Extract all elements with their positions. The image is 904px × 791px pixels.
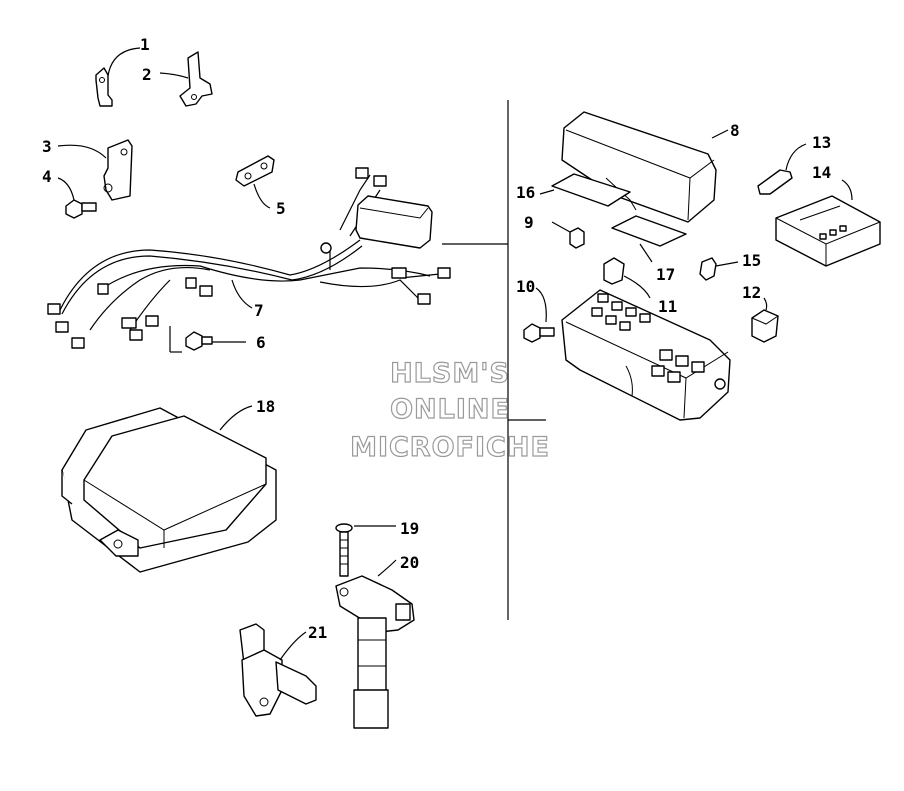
callout-21: 21 <box>308 623 327 642</box>
part-8-fuse-box-cover <box>561 111 729 223</box>
callout-6: 6 <box>256 333 266 352</box>
callout-4: 4 <box>42 167 52 186</box>
fuse-box-body <box>561 289 731 421</box>
callout-10: 10 <box>516 277 535 296</box>
callout-2: 2 <box>142 65 152 84</box>
callout-17: 17 <box>656 265 675 284</box>
part-7-wire-harness <box>47 167 451 349</box>
part-2-bracket <box>159 51 213 107</box>
part-21-sensor <box>239 623 317 717</box>
part-19-bolt <box>335 523 396 577</box>
part-4-bolt <box>57 177 97 219</box>
part-3-bracket <box>57 139 133 201</box>
part-12-relay <box>751 297 779 343</box>
callout-12: 12 <box>742 283 761 302</box>
part-5-clip <box>235 155 275 209</box>
callout-18: 18 <box>256 397 275 416</box>
watermark-line-3: MICROFICHE <box>349 431 550 463</box>
part-17-label-sheet <box>611 215 687 263</box>
watermark-line-1: HLSM'S <box>389 357 510 389</box>
watermark-line-2: ONLINE <box>389 393 510 425</box>
callout-13: 13 <box>812 133 831 152</box>
part-11-relay <box>603 257 651 299</box>
callout-5: 5 <box>276 199 286 218</box>
group-bracket-line <box>442 100 546 620</box>
callout-14: 14 <box>812 163 831 182</box>
part-1-bracket <box>95 47 141 107</box>
part-13-fuse-puller <box>757 143 807 195</box>
callout-9: 9 <box>524 213 534 232</box>
callout-7: 7 <box>254 301 264 320</box>
part-16-label-sheet <box>539 173 631 207</box>
part-6-bolt <box>169 326 246 353</box>
part-9-fuse <box>551 221 585 249</box>
part-20-ignition-coil <box>335 559 415 729</box>
callout-20: 20 <box>400 553 419 572</box>
part-14-spare-box <box>775 179 881 267</box>
callout-11: 11 <box>658 297 677 316</box>
callout-15: 15 <box>742 251 761 270</box>
part-18-ecu <box>61 405 277 573</box>
callout-1: 1 <box>140 35 150 54</box>
part-10-bolt <box>523 287 555 343</box>
callout-8: 8 <box>730 121 740 140</box>
callout-labels: 1 2 3 4 5 6 7 8 9 10 11 12 13 14 15 16 1… <box>42 35 831 642</box>
callout-3: 3 <box>42 137 52 156</box>
part-15-fuse <box>699 257 739 281</box>
callout-16: 16 <box>516 183 535 202</box>
callout-19: 19 <box>400 519 419 538</box>
